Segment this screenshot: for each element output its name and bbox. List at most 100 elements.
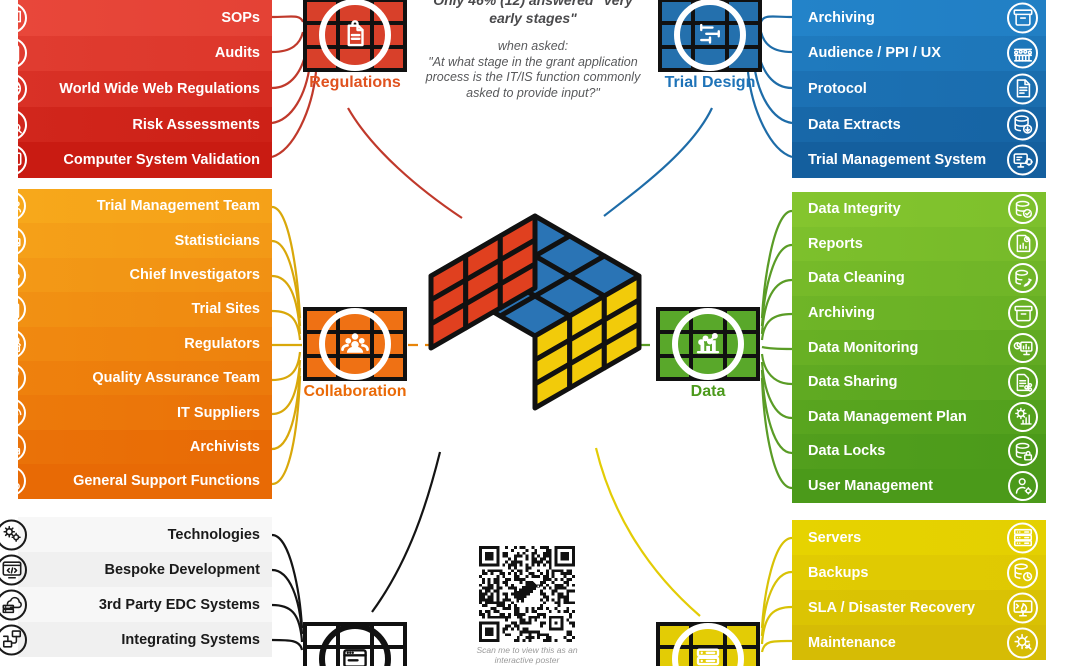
panel-item-sops[interactable]: SOPs bbox=[0, 0, 272, 36]
panel-item-label: Bespoke Development bbox=[104, 561, 260, 578]
panel-item-label: Data Extracts bbox=[808, 116, 901, 133]
center-quote: Only 46% (12) answered "very early stage… bbox=[424, 0, 642, 102]
qr-code-image[interactable] bbox=[479, 546, 575, 642]
panel-item-general-support-functions[interactable]: General Support Functions bbox=[0, 464, 272, 499]
panel-item-label: Reports bbox=[808, 235, 863, 252]
network-people-icon bbox=[0, 259, 26, 290]
panel-item-data-extracts[interactable]: Data Extracts bbox=[792, 106, 1046, 143]
panel-item-technologies[interactable]: Technologies bbox=[0, 517, 272, 552]
qr-code-block[interactable]: Scan me to view this as an interactive p… bbox=[476, 546, 578, 665]
panel-item-trial-management-team[interactable]: Trial Management Team bbox=[0, 189, 272, 224]
panel-item-data-cleaning[interactable]: Data Cleaning bbox=[792, 261, 1046, 296]
report-chart-icon bbox=[1008, 228, 1038, 259]
server-rack-icon bbox=[1007, 522, 1038, 553]
panel-item-label: SOPs bbox=[221, 9, 260, 26]
panel-item-data-locks[interactable]: Data Locks bbox=[792, 434, 1046, 469]
risk-magnifier-icon bbox=[0, 109, 27, 141]
hospital-icon bbox=[0, 294, 26, 325]
monitor-chart-icon bbox=[1008, 332, 1038, 363]
panel-item-risk-assessments[interactable]: Risk Assessments bbox=[0, 106, 272, 143]
gears-tech-icon bbox=[0, 519, 27, 550]
statistician-icon bbox=[0, 225, 26, 256]
quality-net-icon bbox=[0, 363, 26, 394]
panel-item-audits[interactable]: Audits bbox=[0, 35, 272, 72]
panel-item-3rd-party-edc-systems[interactable]: 3rd Party EDC Systems bbox=[0, 587, 272, 622]
document-share-icon bbox=[1008, 367, 1038, 398]
bar-chart-icon bbox=[685, 321, 731, 367]
panel-item-label: 3rd Party EDC Systems bbox=[98, 596, 260, 613]
hub-data[interactable]: Data bbox=[656, 307, 760, 400]
panel-item-label: Chief Investigators bbox=[129, 266, 260, 283]
panel-item-user-management[interactable]: User Management bbox=[792, 468, 1046, 504]
database-check-icon bbox=[1008, 194, 1038, 225]
panel-item-archiving[interactable]: Archiving bbox=[792, 295, 1046, 331]
hub-collaboration[interactable]: Collaboration bbox=[303, 307, 407, 400]
network-nodes-icon bbox=[0, 624, 27, 655]
panel-item-label: Audits bbox=[214, 45, 260, 62]
hub-technology[interactable]: Technology bbox=[303, 622, 407, 666]
panel-item-maintenance[interactable]: Maintenance bbox=[792, 625, 1046, 660]
panel-item-label: Data Management Plan bbox=[808, 408, 967, 425]
archive-box-icon bbox=[1007, 2, 1038, 34]
panel-item-label: Servers bbox=[808, 529, 862, 546]
cloud-server-icon bbox=[0, 589, 27, 620]
hub-ring bbox=[319, 308, 391, 380]
it-support-icon bbox=[0, 397, 26, 428]
panel-item-audience-ppi-ux[interactable]: Audience / PPI / UX bbox=[792, 35, 1046, 72]
panel-item-label: Audience / PPI / UX bbox=[808, 45, 941, 62]
hub-ring bbox=[319, 623, 391, 666]
panel-item-label: Trial Management Team bbox=[96, 198, 260, 215]
panel-item-label: Backups bbox=[808, 564, 869, 581]
quote-asked-label: when asked: bbox=[497, 39, 569, 53]
disaster-recovery-icon bbox=[1007, 592, 1038, 623]
archive-box-icon bbox=[1008, 298, 1038, 329]
panel-item-world-wide-web-regulations[interactable]: World Wide Web Regulations bbox=[0, 71, 272, 107]
panel-item-label: Protocol bbox=[808, 80, 867, 97]
panel-item-label: General Support Functions bbox=[73, 473, 260, 490]
panel-item-data-integrity[interactable]: Data Integrity bbox=[792, 192, 1046, 227]
browser-window-icon bbox=[332, 636, 378, 666]
panel-item-it-suppliers[interactable]: IT Suppliers bbox=[0, 395, 272, 430]
clipboard-check-icon bbox=[0, 37, 27, 69]
panel-item-data-management-plan[interactable]: Data Management Plan bbox=[792, 399, 1046, 435]
people-group-icon bbox=[332, 321, 378, 367]
panel-item-statisticians[interactable]: Statisticians bbox=[0, 223, 272, 258]
panel-item-bespoke-development[interactable]: Bespoke Development bbox=[0, 552, 272, 587]
panel-item-label: Technologies bbox=[167, 526, 260, 543]
rubiks-cube-svg bbox=[428, 213, 642, 411]
panel-item-computer-system-validation[interactable]: Computer System Validation bbox=[0, 142, 272, 178]
hub-regulations[interactable]: Regulations bbox=[303, 0, 407, 91]
panel-item-label: Data Integrity bbox=[808, 201, 901, 218]
panel-item-trial-sites[interactable]: Trial Sites bbox=[0, 292, 272, 327]
panel-item-servers[interactable]: Servers bbox=[792, 520, 1046, 555]
panel-item-reports[interactable]: Reports bbox=[792, 226, 1046, 262]
panel-item-chief-investigators[interactable]: Chief Investigators bbox=[0, 257, 272, 293]
database-lock-icon bbox=[1008, 436, 1038, 467]
panel-item-integrating-systems[interactable]: Integrating Systems bbox=[0, 622, 272, 657]
hub-infrastructure[interactable]: Infrastructure bbox=[656, 622, 760, 666]
panel-item-data-monitoring[interactable]: Data Monitoring bbox=[792, 330, 1046, 365]
hub-label: Trial Design bbox=[664, 74, 756, 91]
rubiks-cube bbox=[415, 200, 655, 480]
globe-www-icon bbox=[0, 73, 27, 105]
panel-item-label: Quality Assurance Team bbox=[92, 370, 260, 387]
panel-item-label: World Wide Web Regulations bbox=[59, 80, 260, 97]
hub-label: Data bbox=[690, 383, 726, 400]
hub-trial-design[interactable]: Trial Design bbox=[658, 0, 762, 91]
panel-item-trial-management-system[interactable]: Trial Management System bbox=[792, 142, 1046, 178]
panel-item-regulators[interactable]: Regulators bbox=[0, 326, 272, 361]
tms-icon bbox=[1007, 144, 1038, 176]
panel-item-label: IT Suppliers bbox=[177, 404, 260, 421]
panel-item-protocol[interactable]: Protocol bbox=[792, 71, 1046, 107]
panel-item-archiving[interactable]: Archiving bbox=[792, 0, 1046, 36]
panel-item-sla-disaster-recovery[interactable]: SLA / Disaster Recovery bbox=[792, 590, 1046, 625]
panel-item-backups[interactable]: Backups bbox=[792, 555, 1046, 590]
panel-item-data-sharing[interactable]: Data Sharing bbox=[792, 364, 1046, 400]
panel-item-archivists[interactable]: Archivists bbox=[0, 429, 272, 465]
panel-item-label: Regulators bbox=[184, 335, 260, 352]
panel-item-quality-assurance-team[interactable]: Quality Assurance Team bbox=[0, 360, 272, 396]
database-broom-icon bbox=[1008, 263, 1038, 294]
